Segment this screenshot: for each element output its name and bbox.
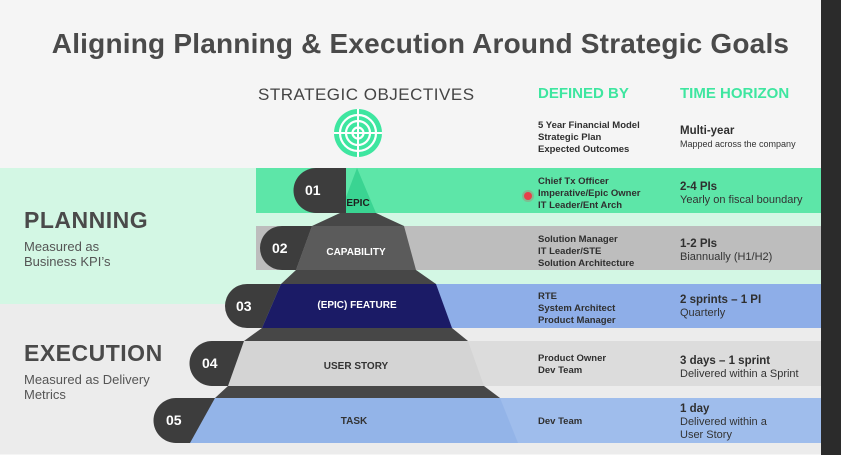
level-label-epic: EPIC [346, 198, 370, 209]
time-main: 1 day [680, 403, 710, 415]
defined-by-line: Solution Manager [538, 234, 618, 245]
pyramid-task [190, 398, 518, 443]
time-horizon-feature: 2 sprints – 1 PI Quarterly [680, 293, 820, 320]
section-title-execution: EXECUTION [24, 340, 163, 366]
level-tab-05 [153, 398, 215, 443]
level-tab-02 [260, 226, 312, 270]
level-tab-03 [225, 284, 281, 328]
defined-by-epic: Chief Tx Officer Imperative/Epic Owner I… [538, 176, 678, 212]
time-horizon-user-story: 3 days – 1 sprint Delivered within a Spr… [680, 354, 820, 381]
level-label-capability: CAPABILITY [326, 247, 386, 258]
defined-by-line: Product Manager [538, 315, 616, 326]
time-main: 1-2 PIs [680, 238, 718, 250]
level-number: 05 [166, 412, 182, 428]
objectives-time-horizon: Multi-year Mapped across the company [680, 124, 830, 150]
time-sub: Delivered within a User Story [680, 416, 767, 441]
level-number: 03 [236, 298, 252, 314]
defined-by-line: Product Owner [538, 353, 607, 364]
defined-by-line: RTE [538, 291, 557, 302]
level-label-task: TASK [340, 416, 368, 427]
header-defined-by: DEFINED BY [538, 85, 629, 102]
pyramid-user-story [228, 341, 484, 386]
level-label-feature: (EPIC) FEATURE [317, 300, 397, 311]
header-strategic-objectives: STRATEGIC OBJECTIVES [258, 85, 475, 104]
subtitle-line: Measured as [24, 239, 100, 254]
time-horizon-task: 1 day Delivered within a User Story [680, 402, 790, 442]
defined-by-capability: Solution Manager IT Leader/STE Solution … [538, 234, 678, 270]
level-label-user-story: USER STORY [323, 361, 389, 372]
time-sub: Delivered within a Sprint [680, 368, 799, 380]
subtitle-line: Metrics [24, 387, 66, 402]
objectives-defined-by: 5 Year Financial Model Strategic Plan Ex… [538, 120, 678, 156]
defined-by-line: IT Leader/STE [538, 246, 602, 257]
pyramid-gap [215, 386, 500, 398]
page-title: Aligning Planning & Execution Around Str… [51, 28, 790, 59]
subtitle-line: Business KPI’s [24, 254, 111, 269]
time-sub: Yearly on fiscal boundary [680, 194, 803, 206]
defined-by-line: Expected Outcomes [538, 144, 630, 155]
time-sub: Quarterly [680, 307, 726, 319]
time-main: 2 sprints – 1 PI [680, 294, 762, 306]
pyramid-gap [281, 270, 436, 284]
pyramid-gap [312, 213, 404, 226]
cursor-dot-icon [524, 192, 532, 200]
time-sub: Mapped across the company [680, 139, 796, 149]
level-number: 01 [305, 182, 321, 198]
level-number: 02 [272, 240, 288, 256]
defined-by-line: Dev Team [538, 416, 583, 427]
defined-by-feature: RTE System Architect Product Manager [538, 291, 678, 327]
time-sub: Biannually (H1/H2) [680, 251, 773, 263]
defined-by-task: Dev Team [538, 416, 678, 428]
time-horizon-capability: 1-2 PIs Biannually (H1/H2) [680, 237, 820, 264]
defined-by-line: Imperative/Epic Owner [538, 188, 641, 199]
pyramid-capability [296, 226, 416, 270]
target-icon [333, 108, 383, 158]
subtitle-line: Measured as Delivery [24, 372, 150, 387]
defined-by-line: Strategic Plan [538, 132, 602, 143]
level-number: 04 [202, 355, 218, 371]
defined-by-line: Solution Architecture [538, 258, 635, 269]
window-edge [821, 0, 841, 455]
defined-by-line: Chief Tx Officer [538, 176, 609, 187]
pyramid-gap [244, 328, 468, 341]
pyramid-feature [262, 284, 452, 328]
section-subtitle-planning: Measured as Business KPI’s [24, 239, 110, 269]
section-subtitle-execution: Measured as Delivery Metrics [24, 372, 150, 402]
time-main: 2-4 PIs [680, 181, 718, 193]
time-main: Multi-year [680, 125, 735, 137]
time-main: 3 days – 1 sprint [680, 355, 771, 367]
defined-by-line: 5 Year Financial Model [538, 120, 640, 131]
level-tab-01 [293, 168, 346, 213]
level-tab-04 [189, 341, 244, 386]
defined-by-line: Dev Team [538, 365, 583, 376]
pyramid-epic [340, 168, 376, 213]
defined-by-line: IT Leader/Ent Arch [538, 200, 623, 211]
defined-by-line: System Architect [538, 303, 616, 314]
header-time-horizon: TIME HORIZON [680, 85, 790, 102]
defined-by-user-story: Product Owner Dev Team [538, 353, 678, 377]
time-horizon-epic: 2-4 PIs Yearly on fiscal boundary [680, 180, 820, 207]
section-title-planning: PLANNING [24, 207, 149, 233]
